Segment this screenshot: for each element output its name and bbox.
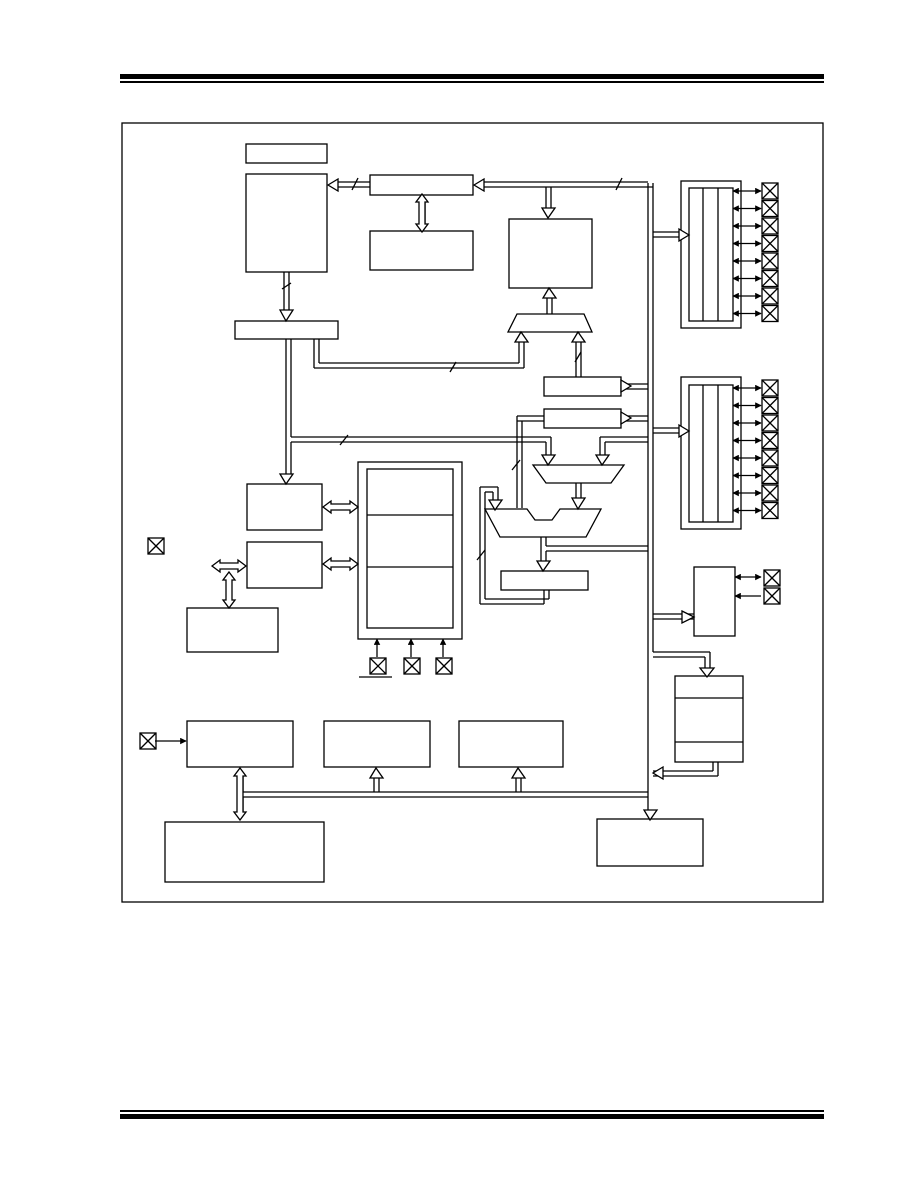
timing-generation-block — [246, 541, 323, 589]
port-c-links — [734, 573, 762, 600]
port-c-block — [693, 566, 736, 637]
port-b-pin-icon — [761, 396, 779, 415]
clock-pins-block — [186, 607, 279, 653]
port-b-pin-icon — [761, 484, 779, 502]
footer-rule — [120, 1110, 824, 1119]
instruction-decode-block — [246, 483, 323, 531]
port-b-pin-icon — [761, 379, 779, 397]
port-a-pin-icon — [761, 182, 779, 200]
port-b-links — [732, 384, 762, 514]
left-pin-icon — [139, 732, 157, 750]
port-a-block — [680, 180, 742, 329]
peripheral-stack-block — [674, 675, 744, 763]
port-b-pin-icon — [761, 431, 779, 450]
status-register-block — [543, 408, 622, 429]
bottom-periph-2 — [323, 720, 431, 768]
legend-pin-icon — [147, 537, 165, 555]
io-pins — [139, 182, 781, 750]
top-small-block — [245, 143, 328, 164]
timing-pin-icon — [435, 657, 453, 675]
header-rule — [120, 74, 824, 83]
figure-frame — [121, 122, 824, 903]
arrowheads — [278, 177, 716, 822]
program-counter-block — [508, 218, 593, 289]
bottom-left-large-block — [164, 821, 325, 883]
peripheral-bus — [237, 775, 648, 812]
address-register-block — [369, 174, 474, 196]
port-b-pin-icon — [761, 414, 779, 432]
bottom-periph-3 — [458, 720, 564, 768]
address-mux — [506, 313, 594, 333]
fsr-register-block — [543, 376, 622, 397]
timing-pin-links — [359, 638, 447, 678]
port-a-pin-icon — [761, 304, 779, 323]
timing-pin-icon — [369, 657, 387, 675]
port-c-pin-icon — [763, 569, 781, 587]
instruction-register-block — [234, 320, 339, 340]
program-memory-block — [245, 173, 328, 273]
bottom-periph-1 — [186, 720, 294, 768]
port-b-pin-icon — [761, 501, 779, 520]
alu-input-mux — [531, 464, 626, 484]
port-a-pin-icon — [761, 217, 779, 235]
port-a-pin-icon — [761, 269, 779, 288]
w-register-block — [500, 570, 589, 591]
port-b-block — [680, 376, 742, 530]
port-a-pin-icon — [761, 199, 779, 218]
timing-pin-icon — [403, 657, 421, 675]
port-a-pin-icon — [761, 234, 779, 253]
program-bus — [281, 177, 648, 605]
data-bus — [484, 181, 719, 812]
port-b-pin-icon — [761, 449, 779, 467]
bidirectional-links — [210, 192, 430, 822]
timing-control-group — [357, 461, 463, 640]
stack-block — [369, 230, 474, 271]
port-a-pin-icon — [761, 287, 779, 305]
alu — [483, 508, 603, 538]
bottom-right-block — [596, 818, 704, 867]
port-a-links — [732, 187, 762, 317]
port-c-pin-icon — [763, 587, 781, 605]
port-a-pin-icon — [761, 252, 779, 270]
port-b-pin-icon — [761, 466, 779, 485]
